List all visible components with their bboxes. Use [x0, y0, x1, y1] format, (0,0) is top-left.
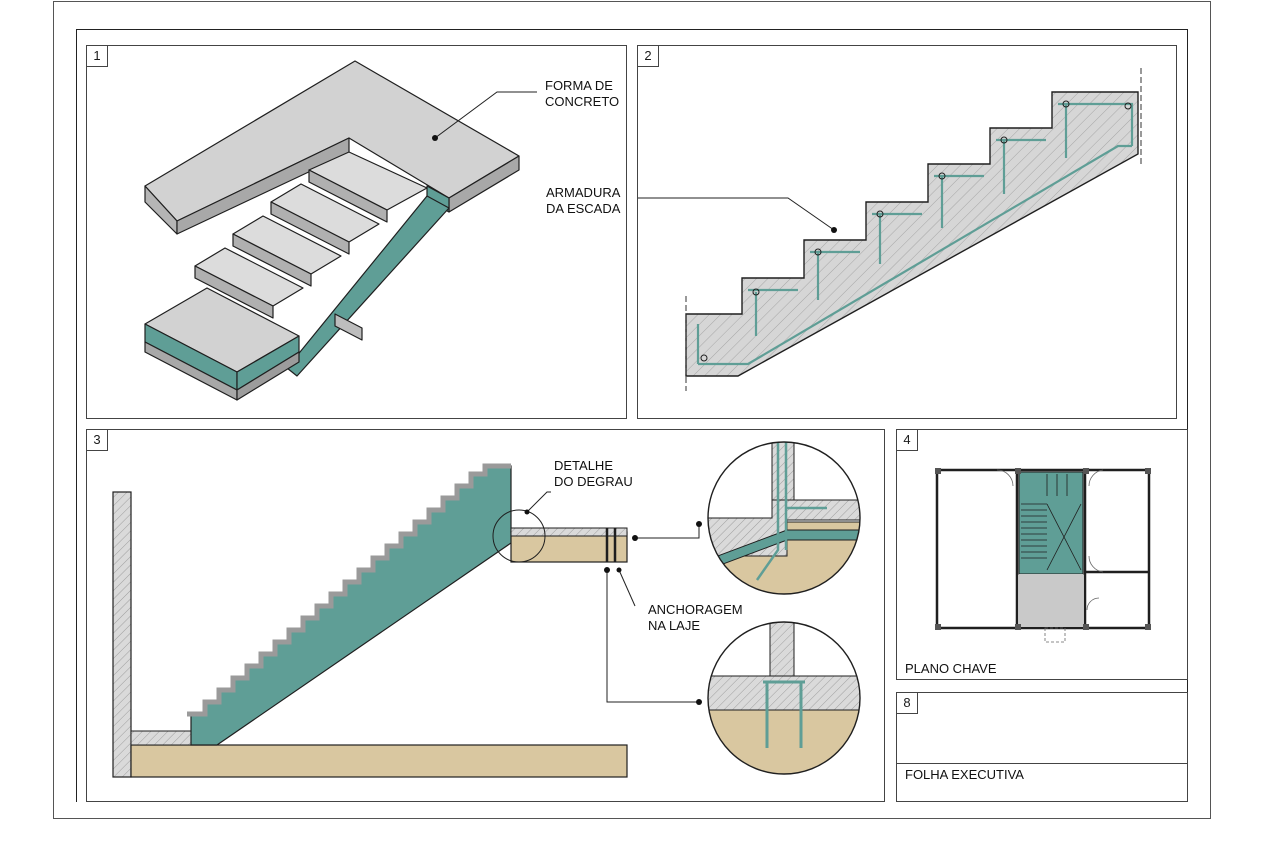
- label-line: ANCHORAGEM: [648, 602, 743, 617]
- drawing-sheet: [53, 1, 1211, 819]
- label-line: ARMADURA: [546, 185, 621, 200]
- stair-section: [685, 91, 1139, 377]
- panel-number: 2: [638, 46, 659, 67]
- reinforcement-section-drawing: [638, 68, 1142, 391]
- label-line: DETALHE: [554, 458, 613, 473]
- label-ancoragem-na-laje: ANCHORAGEM NA LAJE: [648, 602, 743, 634]
- panel-2-reinforcement: 2: [637, 45, 1177, 419]
- panel-number: 8: [897, 693, 918, 714]
- panel-number: 1: [87, 46, 108, 67]
- detail-circle-anchorage: [707, 621, 861, 775]
- ground-soil: [130, 744, 628, 778]
- label-detalhe-do-degrau: DETALHE DO DEGRAU: [554, 458, 633, 490]
- label-line: DO DEGRAU: [554, 474, 633, 489]
- panel-number: 3: [87, 430, 108, 451]
- label-line: CONCRETO: [545, 94, 620, 109]
- detail-circle-step: [707, 441, 861, 595]
- caption-folha-executiva: FOLHA EXECUTIVA: [905, 767, 1024, 782]
- panel-1-isometric: 1: [86, 45, 627, 419]
- panel-number: 4: [897, 430, 918, 451]
- label-line: NA LAJE: [648, 618, 701, 633]
- title-frame: [76, 29, 1188, 802]
- panel-8-title-block: 8 FOLHA EXECUTIVA: [896, 692, 1188, 802]
- label-armadura-da-escada: ARMADURA DA ESCADA: [546, 185, 620, 217]
- panel-3-section: 3: [86, 429, 885, 802]
- panel-4-key-plan: 4: [896, 429, 1188, 680]
- caption-plano-chave: PLANO CHAVE: [905, 661, 997, 676]
- key-plan-drawing: [935, 468, 1151, 643]
- stair-section-drawing: [112, 441, 861, 778]
- label-line: DA ESCADA: [546, 201, 621, 216]
- title-block-divider: [897, 763, 1187, 764]
- isometric-stair-drawing: [144, 60, 537, 401]
- label-line: FORMA DE: [545, 78, 613, 93]
- left-wall: [112, 491, 132, 778]
- label-forma-de-concreto: FORMA DE CONCRETO: [545, 78, 619, 110]
